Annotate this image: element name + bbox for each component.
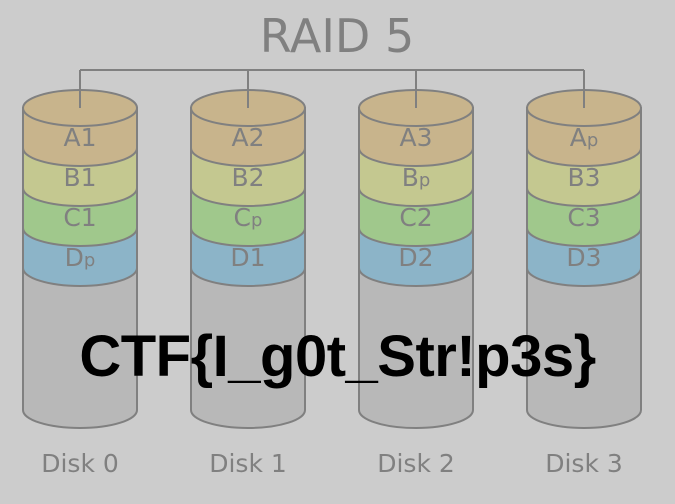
block-letter: B — [63, 163, 80, 192]
block-subscript: 3 — [586, 243, 602, 272]
disk-body — [190, 267, 306, 429]
disk-label: Disk 3 — [545, 449, 623, 478]
block-subscript: 1 — [250, 243, 266, 272]
block-label: A1 — [63, 123, 96, 152]
block-label: Bp — [402, 163, 431, 192]
block-subscript: p — [587, 130, 598, 151]
block-label: D3 — [566, 243, 601, 272]
block-label: D1 — [230, 243, 265, 272]
block-subscript: 3 — [417, 123, 433, 152]
block-label: Ap — [570, 123, 599, 152]
block-label: B2 — [231, 163, 264, 192]
ctf-flag-overlay: CTF{I_g0t_Str!p3s} — [79, 324, 596, 389]
disk-body — [22, 267, 138, 429]
block-letter: B — [231, 163, 248, 192]
block-letter: C — [63, 203, 80, 232]
block-subscript: 3 — [585, 163, 601, 192]
block-label: A2 — [231, 123, 264, 152]
block-subscript: 2 — [249, 163, 265, 192]
block-letter: C — [399, 203, 416, 232]
block-letter: B — [567, 163, 584, 192]
block-label: A3 — [399, 123, 432, 152]
block-label: B1 — [63, 163, 96, 192]
block-subscript: p — [251, 210, 262, 231]
block-subscript: 1 — [81, 203, 97, 232]
block-label: C2 — [399, 203, 432, 232]
block-letter: D — [65, 243, 84, 272]
block-subscript: 2 — [417, 203, 433, 232]
block-label: C3 — [567, 203, 600, 232]
block-label: Dp — [65, 243, 96, 272]
block-subscript: 1 — [81, 163, 97, 192]
block-subscript: p — [419, 170, 430, 191]
disk-label: Disk 0 — [41, 449, 119, 478]
block-letter: A — [63, 123, 80, 152]
diagram-title: RAID 5 — [260, 9, 414, 63]
disk-body — [526, 267, 642, 429]
block-letter: D — [398, 243, 417, 272]
disk-body — [358, 267, 474, 429]
block-subscript: 3 — [585, 203, 601, 232]
block-label: D2 — [398, 243, 433, 272]
block-letter: D — [566, 243, 585, 272]
disk-label: Disk 2 — [377, 449, 455, 478]
block-subscript: 2 — [249, 123, 265, 152]
block-label: C1 — [63, 203, 96, 232]
block-subscript: p — [84, 250, 95, 271]
block-label: Cp — [234, 203, 263, 232]
block-subscript: 2 — [418, 243, 434, 272]
block-letter: A — [399, 123, 416, 152]
block-letter: A — [231, 123, 248, 152]
disk-label: Disk 1 — [209, 449, 287, 478]
block-letter: A — [570, 123, 587, 152]
block-letter: C — [567, 203, 584, 232]
block-label: B3 — [567, 163, 600, 192]
block-letter: B — [402, 163, 419, 192]
block-letter: C — [234, 203, 251, 232]
block-letter: D — [230, 243, 249, 272]
block-subscript: 1 — [81, 123, 97, 152]
